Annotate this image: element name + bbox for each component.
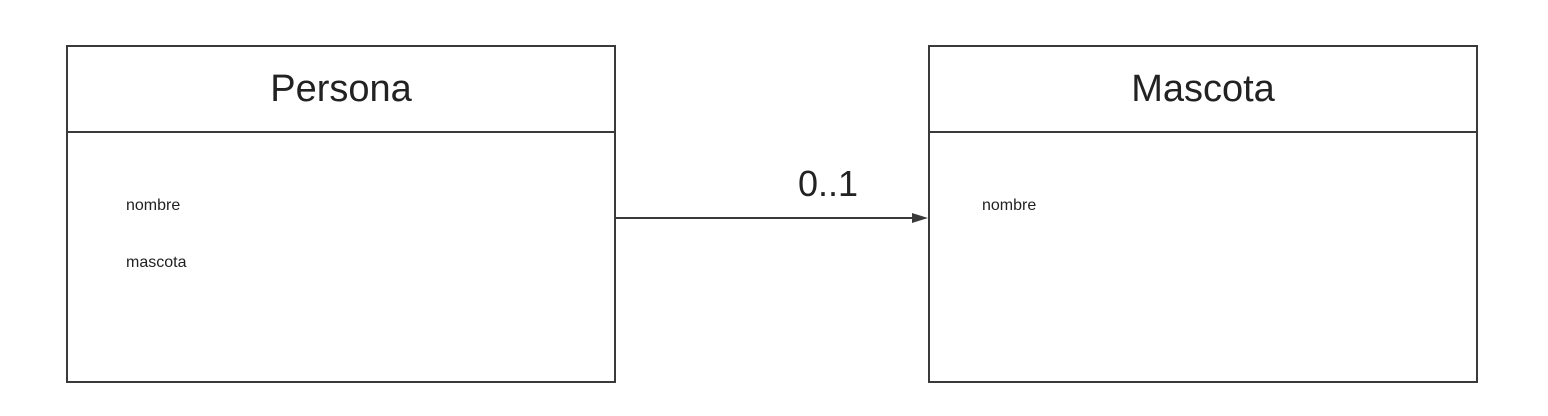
attribute-nombre: nombre — [126, 197, 181, 214]
arrowhead-icon — [912, 213, 928, 223]
class-name-mascota: Mascota — [930, 47, 1476, 133]
class-persona: Persona nombre mascota — [66, 45, 616, 383]
class-mascota: Mascota nombre — [928, 45, 1478, 383]
class-name-persona: Persona — [68, 47, 614, 133]
attribute-nombre: nombre — [982, 197, 1037, 214]
attribute-mascota: mascota — [126, 254, 187, 271]
multiplicity-label: 0..1 — [798, 163, 859, 204]
